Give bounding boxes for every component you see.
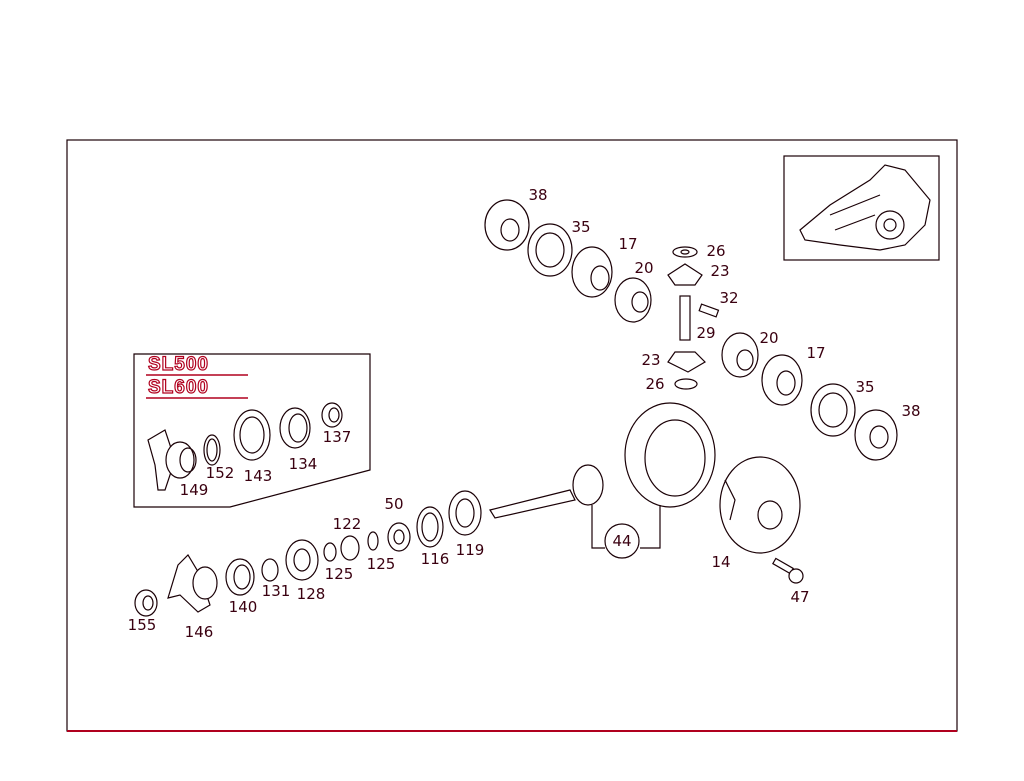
part-drive-pinion bbox=[489, 464, 604, 519]
callout-38-right: 38 bbox=[901, 402, 920, 420]
callout-35-right: 35 bbox=[855, 378, 874, 396]
upper-diff-parts bbox=[484, 199, 898, 461]
ring-and-pinion bbox=[489, 402, 804, 584]
part-122-spacer bbox=[340, 535, 360, 561]
part-23-pinion-gear-lower bbox=[667, 351, 706, 373]
part-155-nut bbox=[134, 589, 158, 617]
part-38-thrust-washer-right bbox=[854, 409, 898, 461]
callout-50: 50 bbox=[384, 495, 403, 513]
callout-17: 17 bbox=[618, 235, 637, 253]
callout-119: 119 bbox=[456, 541, 485, 559]
part-20-side-gear-right bbox=[721, 332, 759, 378]
callout-32: 32 bbox=[719, 289, 738, 307]
part-116-seal bbox=[416, 506, 444, 548]
part-29-pin bbox=[679, 295, 691, 341]
callout-44: 44 bbox=[612, 532, 631, 550]
callout-38: 38 bbox=[528, 186, 547, 204]
callout-134: 134 bbox=[289, 455, 318, 473]
callout-35: 35 bbox=[571, 218, 590, 236]
callout-131: 131 bbox=[262, 582, 291, 600]
callout-26-lower: 26 bbox=[645, 375, 664, 393]
callout-116: 116 bbox=[421, 550, 450, 568]
callout-122: 122 bbox=[333, 515, 362, 533]
part-50-nut bbox=[387, 522, 411, 552]
part-17-washer-right bbox=[761, 354, 803, 406]
callout-20-right: 20 bbox=[759, 329, 778, 347]
part-17-washer bbox=[571, 246, 613, 298]
callout-14: 14 bbox=[711, 553, 730, 571]
part-140-seal bbox=[225, 558, 255, 596]
part-134-bearing-race bbox=[279, 407, 311, 449]
part-152-ring bbox=[203, 434, 221, 466]
part-35-shim-right bbox=[810, 383, 856, 437]
callout-23-lower: 23 bbox=[641, 351, 660, 369]
callout-20: 20 bbox=[634, 259, 653, 277]
callout-29: 29 bbox=[696, 324, 715, 342]
part-149-flange bbox=[147, 429, 197, 491]
callout-149: 149 bbox=[180, 481, 209, 499]
callout-17-right: 17 bbox=[806, 344, 825, 362]
part-ring-gear bbox=[624, 402, 716, 508]
part-47-bolt bbox=[772, 557, 804, 584]
model-badge-sl500: SL500 bbox=[148, 354, 209, 375]
part-38-thrust-washer bbox=[484, 199, 530, 251]
callout-128: 128 bbox=[297, 585, 326, 603]
callout-137: 137 bbox=[323, 428, 352, 446]
part-119-bearing bbox=[448, 490, 482, 536]
part-26-washer bbox=[672, 246, 698, 258]
part-125-washer-b bbox=[323, 542, 337, 562]
callout-140: 140 bbox=[229, 598, 258, 616]
part-125-washer-a bbox=[367, 531, 379, 551]
part-44-gear-set-marker bbox=[604, 523, 640, 559]
part-23-pinion-gear bbox=[667, 263, 703, 286]
part-131-circlip bbox=[261, 558, 279, 582]
callout-23: 23 bbox=[710, 262, 729, 280]
part-20-side-gear bbox=[614, 277, 652, 323]
part-146-flange bbox=[167, 554, 218, 613]
callout-125-b: 125 bbox=[367, 555, 396, 573]
callout-26: 26 bbox=[706, 242, 725, 260]
callout-152: 152 bbox=[206, 464, 235, 482]
callout-47: 47 bbox=[790, 588, 809, 606]
part-32-roll-pin bbox=[698, 303, 720, 318]
pinion-stack-parts bbox=[134, 490, 482, 617]
callout-155: 155 bbox=[128, 616, 157, 634]
callout-146: 146 bbox=[185, 623, 214, 641]
part-143-seal bbox=[233, 409, 271, 461]
part-26-washer-lower bbox=[674, 378, 698, 390]
locator-inset bbox=[783, 155, 940, 261]
part-128-bearing bbox=[285, 539, 319, 581]
model-badge-sl600: SL600 bbox=[148, 377, 209, 398]
callout-labels: 38 35 17 20 26 23 32 29 20 17 23 26 35 3… bbox=[128, 186, 921, 641]
part-14-diff-case bbox=[719, 456, 801, 554]
part-137-nut bbox=[321, 402, 343, 428]
callout-143: 143 bbox=[244, 467, 273, 485]
model-variant-inset: SL500 SL600 bbox=[133, 353, 371, 508]
callout-125-a: 125 bbox=[325, 565, 354, 583]
part-35-shim bbox=[527, 223, 573, 277]
